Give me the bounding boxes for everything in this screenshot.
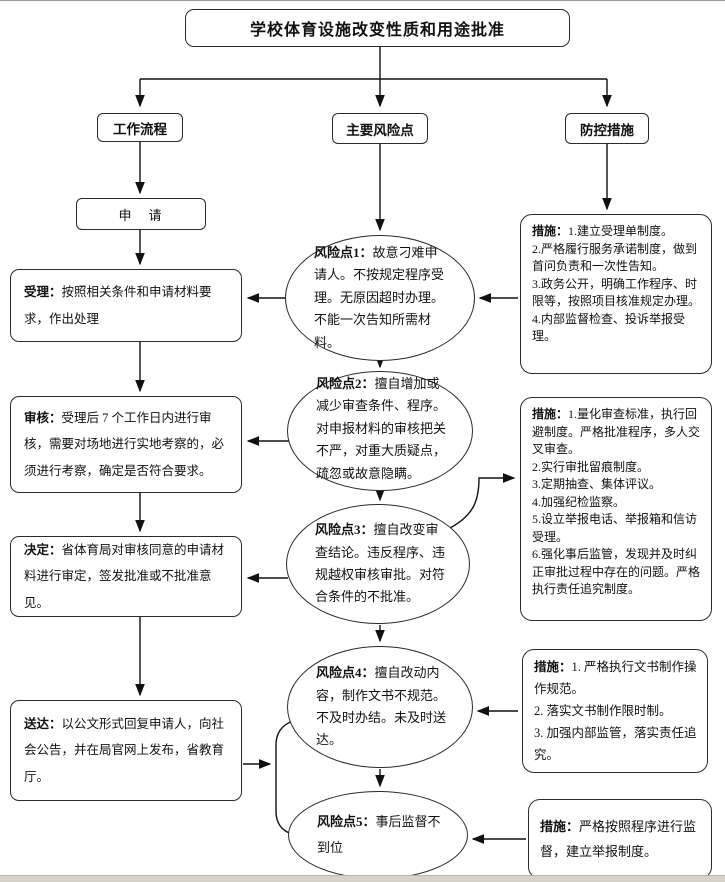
measure-4-term: 措施： — [540, 819, 580, 835]
column-header-risks-label: 主要风险点 — [346, 122, 414, 138]
process-decide-text: 决定：省体育局对审核同意的申请材料进行审定，签发批准或不批准意见。 — [24, 543, 225, 610]
title-box: 学校体育设施改变性质和用途批准 — [185, 9, 570, 47]
risk-4-term: 风险点4： — [316, 665, 375, 681]
measure-1-box: 措施：1.建立受理单制度。 2.严格履行服务承诺制度，做到首问负责和一次性告知。… — [520, 214, 712, 374]
risk-1-text: 风险点1：故意刁难申请人。不按规定程序受理。无原因超时办理。不能一次告知所需材料… — [314, 245, 445, 350]
measure-1-term: 措施： — [532, 224, 569, 238]
risk-2-term: 风险点2： — [316, 376, 375, 392]
column-header-process: 工作流程 — [97, 113, 183, 142]
column-header-risks: 主要风险点 — [332, 113, 428, 144]
process-deliver-term: 送达： — [24, 717, 62, 732]
risk-2-ellipse: 风险点2：擅自增加或减少审查条件、程序。对申报材料的审核把关不严，对重大质疑点，… — [287, 371, 473, 491]
process-decide-box: 决定：省体育局对审核同意的申请材料进行审定，签发批准或不批准意见。 — [10, 536, 242, 617]
window-bottom-edge — [0, 875, 725, 882]
risk-1-term: 风险点1： — [314, 245, 373, 261]
process-review-box: 审核：受理后 7 个工作日内进行审核，需要对场地进行实地考察的，必须进行考察，确… — [10, 396, 242, 493]
risk-5-term: 风险点5： — [317, 814, 376, 829]
risk-1-ellipse: 风险点1：故意刁难申请人。不按规定程序受理。无原因超时办理。不能一次告知所需材料… — [285, 235, 475, 361]
risk-4-ellipse: 风险点4：擅自改动内容，制作文书不规范。不及时办结。未及时送达。 — [287, 646, 473, 768]
measure-4-text: 措施：严格按照程序进行监督，建立举报制度。 — [540, 819, 697, 859]
title-text: 学校体育设施改变性质和用途批准 — [249, 22, 505, 39]
column-header-controls-label: 防控措施 — [580, 122, 634, 138]
measure-1-text: 措施：1.建立受理单制度。 2.严格履行服务承诺制度，做到首问负责和一次性告知。… — [532, 224, 701, 344]
process-deliver-text: 送达：以公文形式回复申请人，向社会公告，并在局官网上发布，省教育厅。 — [24, 717, 225, 784]
measure-3-box: 措施：1. 严格执行文书制作操作规范。 2. 落实文书制作限时制。 3. 加强内… — [522, 649, 708, 773]
measure-3-term: 措施： — [534, 660, 572, 675]
risk-5-text: 风险点5：事后监督不到位 — [317, 814, 441, 855]
measure-2-term: 措施： — [532, 407, 569, 421]
measure-3-text: 措施：1. 严格执行文书制作操作规范。 2. 落实文书制作限时制。 3. 加强内… — [534, 660, 697, 762]
column-header-controls: 防控措施 — [565, 113, 649, 144]
risk-3-text: 风险点3：擅自改变审查结论。违反程序、违规越权审核审批。对符合条件的不批准。 — [315, 522, 446, 605]
column-header-process-label: 工作流程 — [113, 121, 167, 137]
risk-3-ellipse: 风险点3：擅自改变审查结论。违反程序、违规越权审核审批。对符合条件的不批准。 — [286, 504, 470, 624]
process-deliver-box: 送达：以公文形式回复申请人，向社会公告，并在局官网上发布，省教育厅。 — [10, 700, 242, 801]
process-review-term: 审核： — [24, 411, 62, 426]
process-accept-term: 受理： — [24, 285, 62, 300]
process-decide-term: 决定： — [24, 543, 62, 558]
arrow-risk3-to-measure2 — [449, 473, 516, 529]
bracket-risk4-risk5 — [275, 720, 294, 835]
measure-2-text: 措施：1.量化审查标准，执行回避制度。严格批准程序，多人交叉审查。 2.实行审批… — [532, 407, 701, 597]
measure-2-box: 措施：1.量化审查标准，执行回避制度。严格批准程序，多人交叉审查。 2.实行审批… — [520, 397, 712, 621]
process-review-text: 审核：受理后 7 个工作日内进行审核，需要对场地进行实地考察的，必须进行考察，确… — [24, 411, 225, 478]
risk-4-text: 风险点4：擅自改动内容，制作文书不规范。不及时办结。未及时送达。 — [316, 665, 447, 748]
process-accept-box: 受理：按照相关条件和申请材料要求，作出处理 — [10, 269, 242, 342]
risk-2-text: 风险点2：擅自增加或减少审查条件、程序。对申报材料的审核把关不严，对重大质疑点，… — [316, 376, 447, 481]
process-apply-box: 申 请 — [76, 198, 206, 230]
process-apply-label: 申 请 — [118, 207, 164, 223]
risk-3-term: 风险点3： — [315, 522, 374, 538]
risk-5-ellipse: 风险点5：事后监督不到位 — [288, 791, 468, 879]
process-accept-text: 受理：按照相关条件和申请材料要求，作出处理 — [24, 285, 212, 326]
measure-4-box: 措施：严格按照程序进行监督，建立举报制度。 — [528, 799, 712, 879]
